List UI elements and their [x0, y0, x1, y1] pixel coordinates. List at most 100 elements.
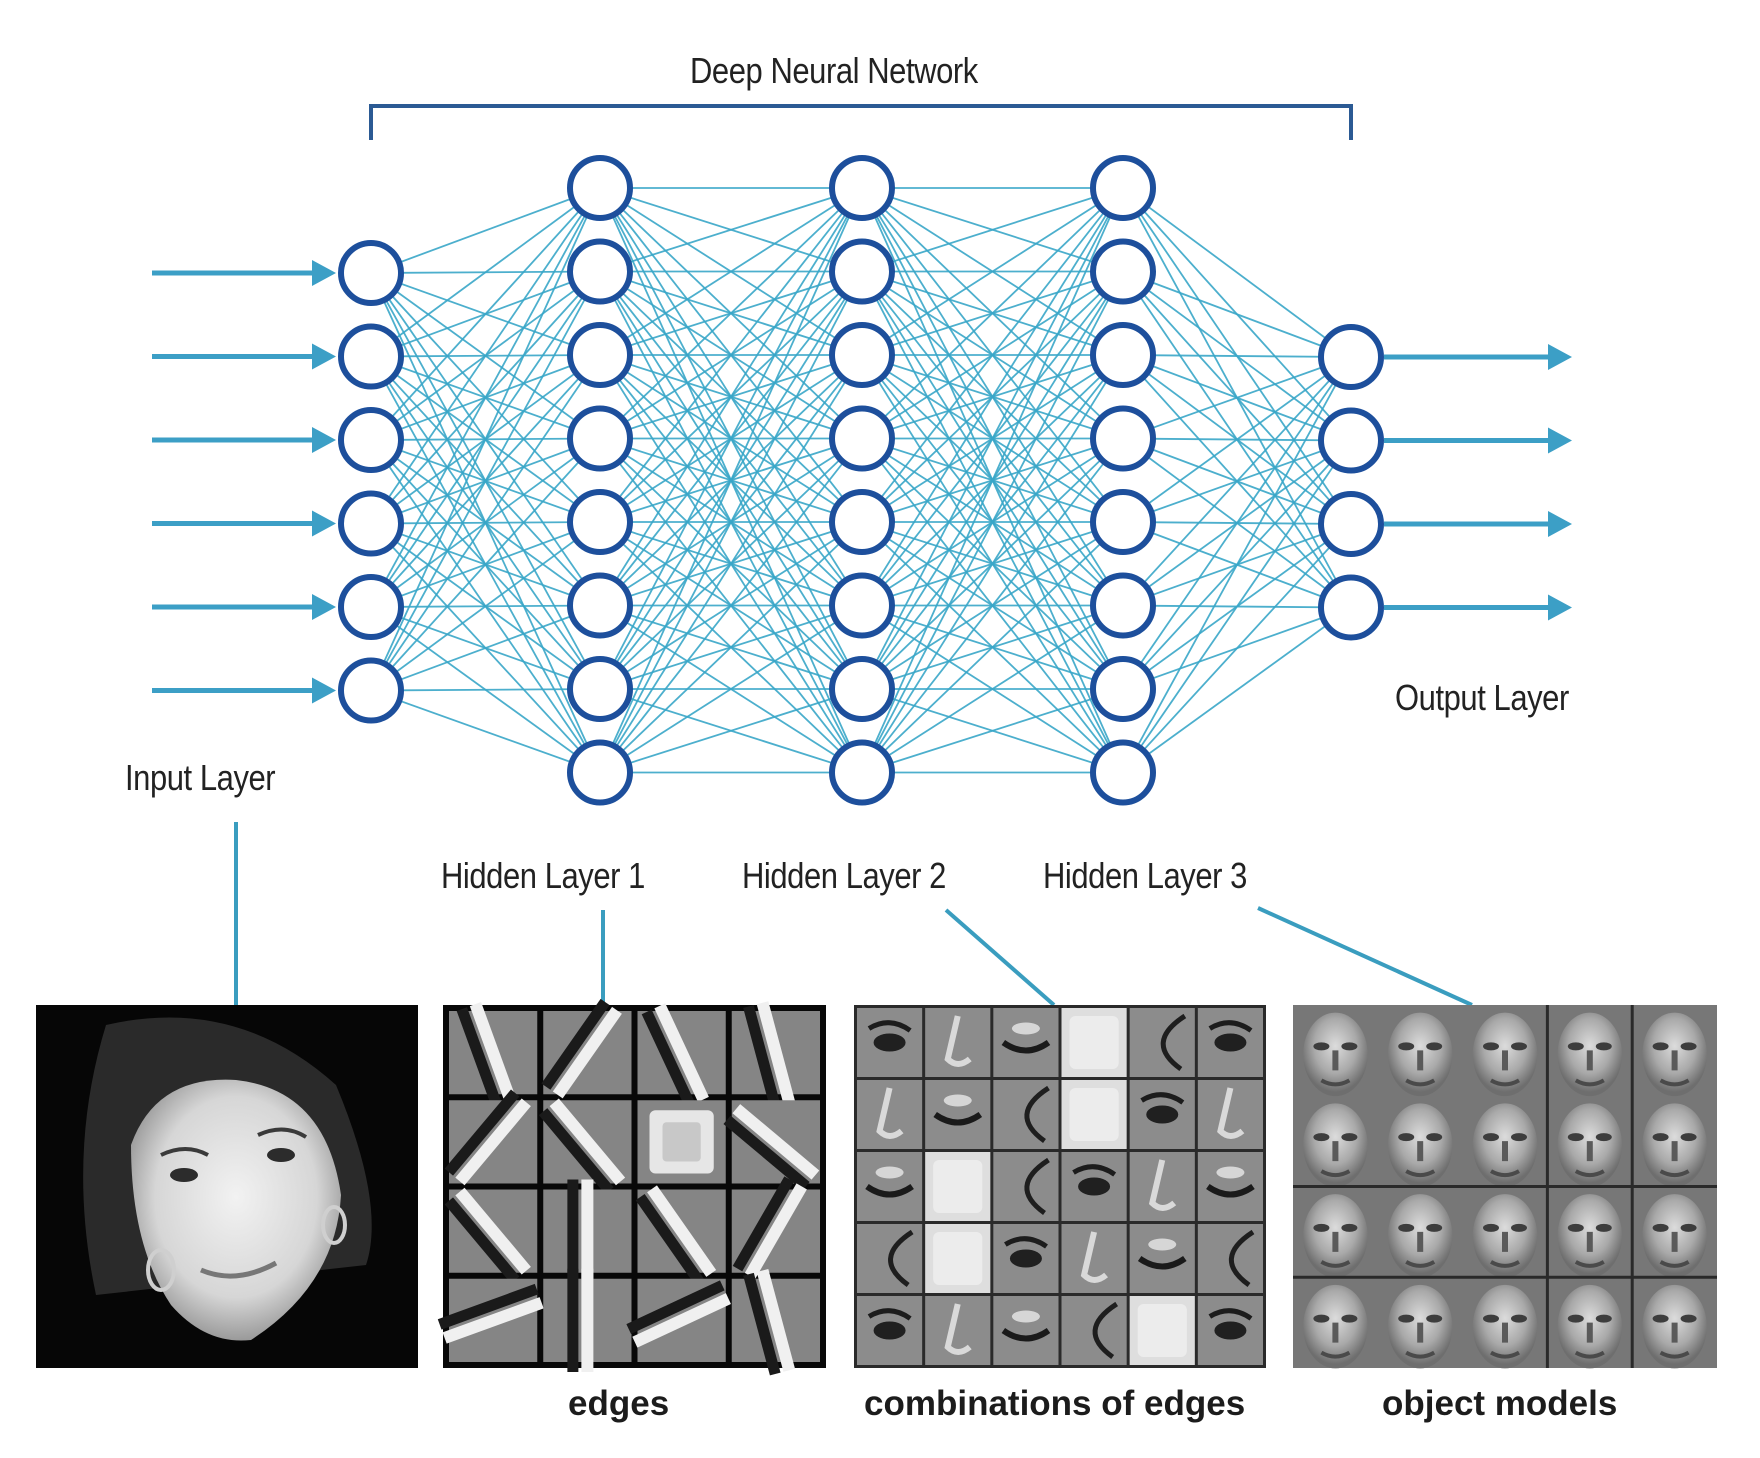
feature-cell	[857, 1008, 923, 1077]
filter-light-stripe	[552, 1006, 622, 1099]
hidden-layer-1-label: Hidden Layer 1	[441, 855, 645, 896]
connection-line	[861, 187, 1124, 273]
hidden1-node	[567, 238, 633, 305]
filter-blob-inner	[662, 1122, 701, 1162]
edge-filter-cell	[626, 1278, 731, 1362]
input-node	[338, 407, 404, 473]
feature-bg	[993, 1296, 1059, 1365]
feature-cell	[1197, 1296, 1263, 1365]
filter-light-stripe	[756, 1268, 796, 1372]
face-mouth	[1320, 1078, 1351, 1087]
face-eye-right	[1511, 1314, 1527, 1323]
hidden1-node	[567, 656, 633, 722]
eye-feature	[1078, 1177, 1111, 1196]
hidden1-node	[567, 155, 633, 221]
filter-light-stripe	[469, 1002, 517, 1104]
edge-filter-cell	[449, 1002, 538, 1108]
lip-highlight	[1216, 1166, 1245, 1179]
connection-line	[370, 354, 601, 692]
face-eye-left	[1652, 1223, 1669, 1232]
feature-cell	[1129, 1224, 1195, 1293]
connection-line	[599, 187, 863, 273]
connection-line	[599, 187, 863, 440]
input-node	[338, 490, 404, 557]
lip-highlight	[1011, 1022, 1040, 1035]
connection-line	[370, 187, 601, 608]
brow-feature	[867, 1308, 912, 1321]
face-nose	[1417, 1141, 1424, 1162]
face-nose	[1586, 1231, 1593, 1252]
face-nose	[1332, 1141, 1339, 1162]
face-model	[1472, 1012, 1538, 1097]
filter-dark-stripe	[567, 1268, 579, 1372]
face-eye-left	[1567, 1042, 1584, 1051]
connection-line	[861, 354, 1124, 773]
feature-cell	[993, 1224, 1059, 1293]
hidden3-pointer-line	[1257, 906, 1473, 1007]
contour-feature	[1228, 1229, 1255, 1288]
hidden3-node	[1090, 489, 1156, 555]
edge-filter-cell	[731, 1176, 820, 1279]
feature-bg	[1129, 1224, 1195, 1293]
edge-filter-cell	[444, 1089, 538, 1186]
face-mouth	[1490, 1350, 1520, 1359]
feature-bg	[925, 1080, 991, 1149]
feature-cell	[925, 1080, 991, 1149]
input-layer-label: Input Layer	[125, 757, 276, 798]
edge-filter-cell	[543, 1268, 632, 1372]
face-eye-right	[1511, 1042, 1527, 1051]
face-eye-right	[1511, 1223, 1527, 1232]
feature-cell	[1197, 1080, 1263, 1149]
face-mouth	[1574, 1078, 1605, 1087]
filter-dark-stripe	[626, 1280, 725, 1335]
face-nose	[1586, 1141, 1593, 1162]
nose-feature	[944, 1303, 972, 1355]
connection-line	[599, 688, 863, 774]
layer-pointers	[234, 822, 1473, 1007]
input-arrow-arrowhead-icon	[312, 594, 336, 620]
input-photo-panel	[36, 1005, 418, 1368]
eye-feature	[873, 1321, 906, 1340]
filter-light-stripe	[654, 1003, 709, 1102]
face-eye-left	[1567, 1133, 1584, 1142]
feature-cell	[857, 1224, 923, 1293]
face-model	[1303, 1103, 1368, 1187]
feature-cell	[1197, 1224, 1263, 1293]
input-arrow-arrowhead-icon	[312, 677, 336, 704]
face-eye-left	[1483, 1042, 1499, 1051]
feature-cell	[925, 1152, 991, 1221]
filter-dark-stripe	[567, 1179, 579, 1283]
feature-cell	[993, 1008, 1059, 1077]
feature-cell	[1129, 1080, 1195, 1149]
lip-highlight	[1148, 1238, 1177, 1251]
feature-cell	[1061, 1224, 1127, 1293]
nose-feature	[1217, 1087, 1245, 1139]
eye-feature	[1214, 1321, 1247, 1340]
output-node	[1318, 407, 1384, 474]
connection-line	[599, 437, 863, 774]
connection-line	[370, 271, 601, 691]
nose-feature	[876, 1087, 904, 1139]
input-node	[338, 240, 404, 306]
connection-line	[370, 187, 601, 691]
mouth-feature	[1137, 1255, 1187, 1270]
connection-line	[370, 187, 601, 274]
filter-light-stripe	[581, 1268, 594, 1372]
face-nose	[1502, 1050, 1508, 1071]
face-eye-left	[1313, 1042, 1330, 1051]
connection-line	[861, 187, 1124, 773]
hidden2-node	[829, 656, 895, 722]
filter-dark-stripe	[743, 1005, 781, 1108]
input-arrow-arrowhead-icon	[312, 260, 336, 286]
connection-line	[599, 187, 863, 523]
face-mouth	[1490, 1078, 1520, 1087]
connection-line	[1122, 606, 1352, 774]
connection-line	[370, 604, 601, 692]
filter-dark-stripe	[723, 1115, 810, 1191]
feature-cell	[1061, 1080, 1127, 1149]
feature-bg	[857, 1152, 923, 1221]
contour-feature	[888, 1229, 914, 1288]
input-arrow-arrowhead-icon	[312, 427, 336, 453]
face-mouth	[1405, 1078, 1436, 1087]
face-eye-left	[1398, 1223, 1415, 1232]
